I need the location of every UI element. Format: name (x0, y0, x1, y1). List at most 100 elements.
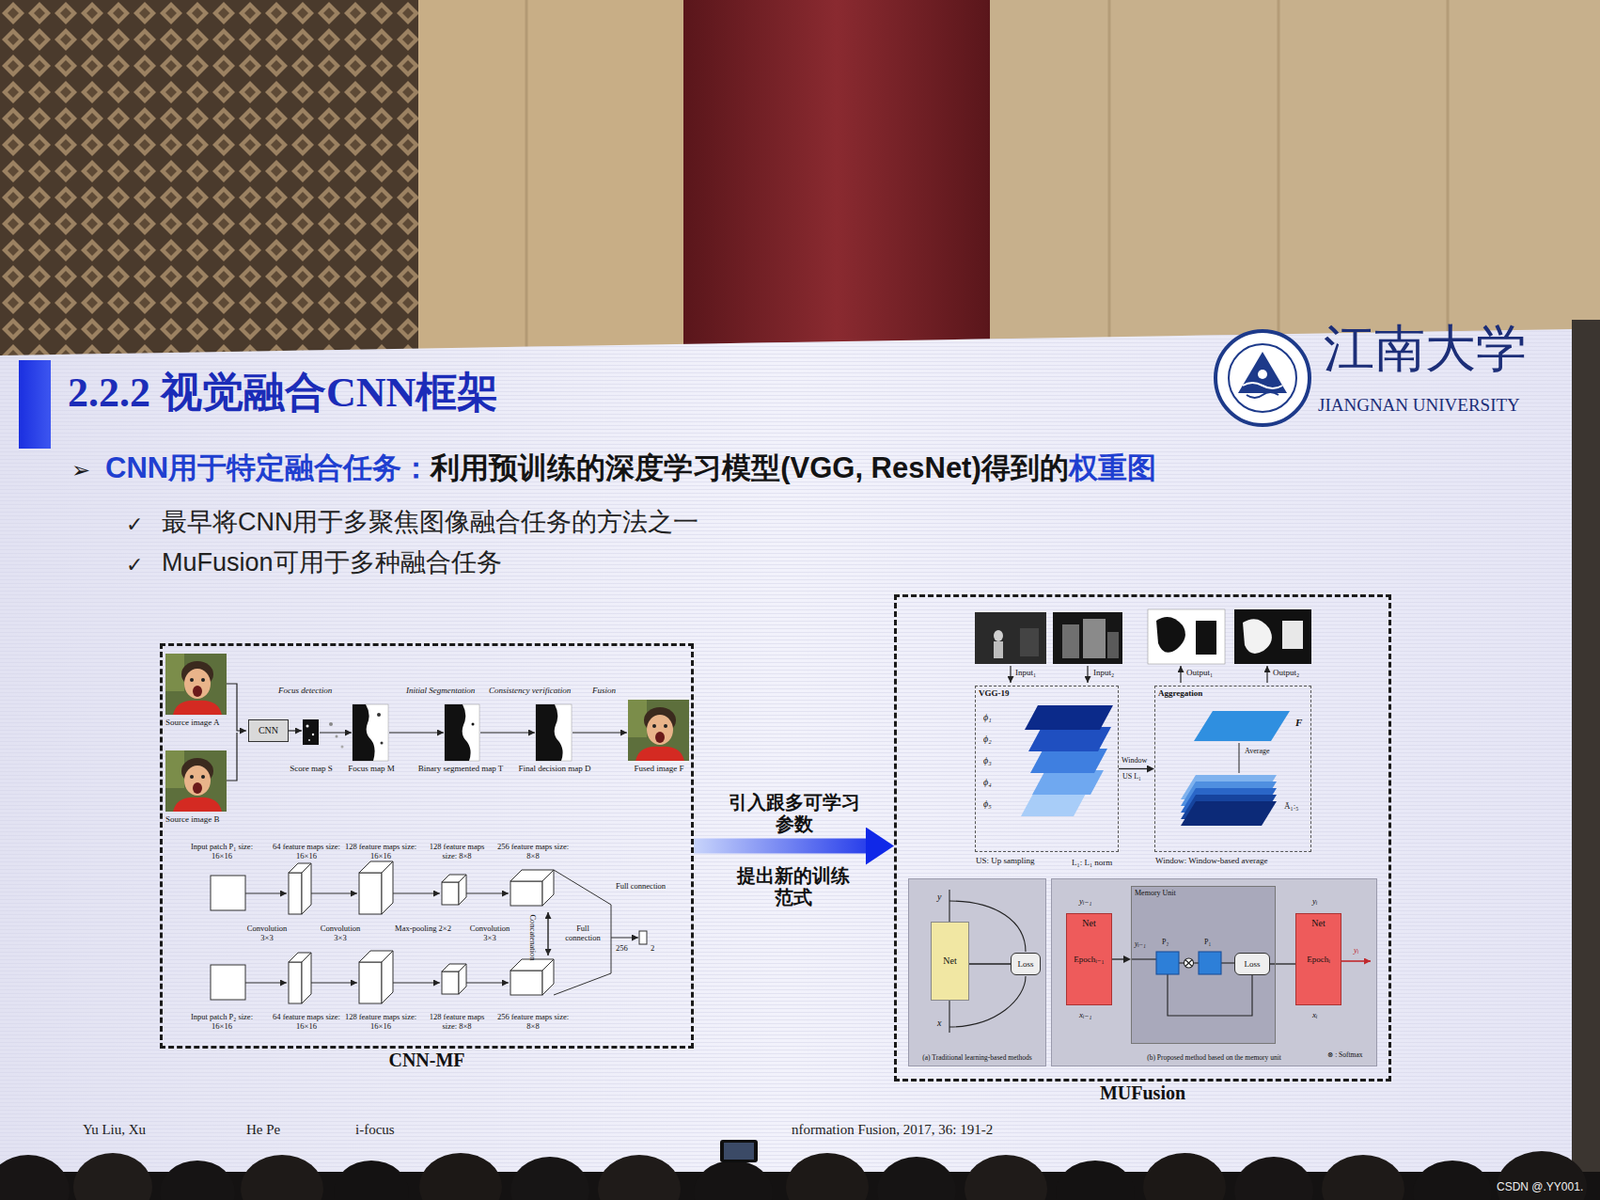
bullet-text: 利用预训练的深度学习模型(VGG, ResNet)得到的 (430, 451, 1069, 486)
audience (240, 1154, 324, 1200)
projection-screen (0, 329, 1572, 1200)
connector (969, 962, 1011, 964)
node-heading: Loss (1017, 958, 1034, 969)
operation-label: Window (1121, 755, 1147, 765)
panel-fill (1050, 878, 1378, 1067)
stage-label: Fusion (592, 685, 616, 695)
mufusion-illustration (1234, 609, 1312, 664)
audience (1143, 1152, 1226, 1200)
module-box: VGG-19US: Up sampling (974, 685, 1119, 852)
mufusion-illustration (1082, 618, 1106, 659)
panel-fill (1130, 885, 1276, 1044)
node-heading: Loss (1243, 958, 1260, 969)
cnn-mf-pipeline (335, 735, 339, 738)
mufusion-illustration (974, 611, 1047, 664)
signal-label: xᵢ (1312, 1009, 1318, 1020)
siamese-network (210, 964, 246, 1000)
learning-panels (1193, 961, 1199, 963)
watermark: CSDN @.YY001. (1496, 1180, 1584, 1194)
cnn-mf-pipeline (444, 704, 480, 761)
cnn-mf-pipeline (480, 731, 535, 733)
layer-label: 64 feature maps size: 16×16 (272, 842, 341, 862)
siamese-network (288, 872, 302, 914)
siamese-network (466, 982, 509, 984)
cnn-mf-pipeline (312, 733, 314, 736)
learning-panels (1198, 951, 1222, 974)
cnn-mf-pipeline (572, 731, 628, 733)
sub-bullet-text: MuFusion可用于多种融合任务 (161, 548, 502, 578)
slide-title: 2.2.2 视觉融合CNN框架 (67, 368, 499, 419)
node-heading: CNN (258, 724, 279, 737)
network-box: Net (930, 921, 970, 1001)
audience (510, 1156, 590, 1200)
audience (1496, 1150, 1587, 1200)
learning-panels (949, 889, 1371, 1033)
mufusion-illustration (993, 629, 1004, 642)
siamese-network (210, 861, 647, 1004)
learning-panels (1178, 961, 1184, 963)
university-logo (1215, 330, 1310, 425)
mufusion-illustration (1179, 665, 1181, 683)
university-logo (1238, 351, 1287, 393)
mufusion-illustration (1062, 624, 1080, 659)
panel-fill (908, 878, 1378, 1067)
network-box: NetEpochᵢ (1295, 912, 1342, 1005)
node-heading: VGG-19 (978, 688, 1010, 698)
node-heading: (b) Proposed method based on the memory … (1146, 1053, 1282, 1063)
siamese-network (359, 961, 382, 1004)
cnn-mf-pipeline (535, 704, 572, 761)
loss-box: Loss (1234, 952, 1271, 975)
title-bar (18, 360, 51, 449)
learning-panels (1184, 957, 1194, 968)
siamese-network (510, 880, 543, 906)
audience (333, 1160, 409, 1200)
audience (419, 1152, 502, 1200)
audience (1055, 1160, 1135, 1200)
room-background (1446, 0, 1450, 339)
university-name-en: JIANGNAN UNIVERSITY (1317, 394, 1521, 416)
siamese-network (458, 963, 467, 994)
layer-label: 64 feature maps size: 16×16 (272, 1012, 341, 1032)
university-logo (1246, 392, 1279, 398)
cnn-mf-pipeline (165, 653, 690, 812)
siamese-network (359, 872, 382, 914)
io-label: Output₂ (1272, 667, 1300, 677)
projection-screen (0, 329, 1572, 1200)
image-caption: Final decision map D (511, 763, 598, 773)
mufusion-illustration (1024, 705, 1114, 730)
audience (1412, 1160, 1492, 1200)
cnn-mf-pipeline (329, 721, 333, 726)
layer-label: Input patch P₂ size: 16×16 (190, 1012, 253, 1032)
signal-label: yᵢ₋₁ (1134, 939, 1146, 948)
mufusion-illustration (1032, 769, 1104, 795)
dimension-label: 2 (650, 943, 655, 954)
io-label: Input₂ (1093, 667, 1114, 677)
mufusion-illustration (1266, 665, 1268, 683)
mufusion-illustration (1028, 726, 1112, 752)
mufusion-illustration (1239, 742, 1240, 773)
audience (785, 1152, 869, 1200)
cnn-mf-pipeline (627, 699, 690, 761)
siamese-network (441, 881, 459, 905)
siamese-network (548, 911, 550, 956)
signal-label: yᵢ (1353, 944, 1359, 955)
signal-label: y (937, 891, 942, 903)
check-mark: ✓ (125, 512, 143, 536)
panel-fill (908, 878, 1047, 1067)
image-caption: Source image A (165, 717, 220, 727)
feature-label: ϕ₁ (983, 711, 992, 723)
mufusion-illustration (993, 641, 1004, 659)
cnn-mf-pipeline (165, 750, 227, 812)
university-logo (1215, 330, 1310, 425)
university-logo (1242, 382, 1283, 389)
bullet-text: CNN用于特定融合任务： (105, 451, 431, 486)
connector (1270, 962, 1296, 964)
image-caption: Focus map M (344, 763, 399, 773)
siamese-network (381, 950, 393, 1004)
bullet-symbol: ➢ (71, 456, 91, 484)
university-name: 江南大学 (1323, 319, 1527, 378)
mufusion-illustration (1019, 627, 1039, 657)
reference-text: nformation Fusion, 2017, 36: 191-2 (791, 1121, 993, 1138)
learning-panels (1130, 957, 1157, 959)
